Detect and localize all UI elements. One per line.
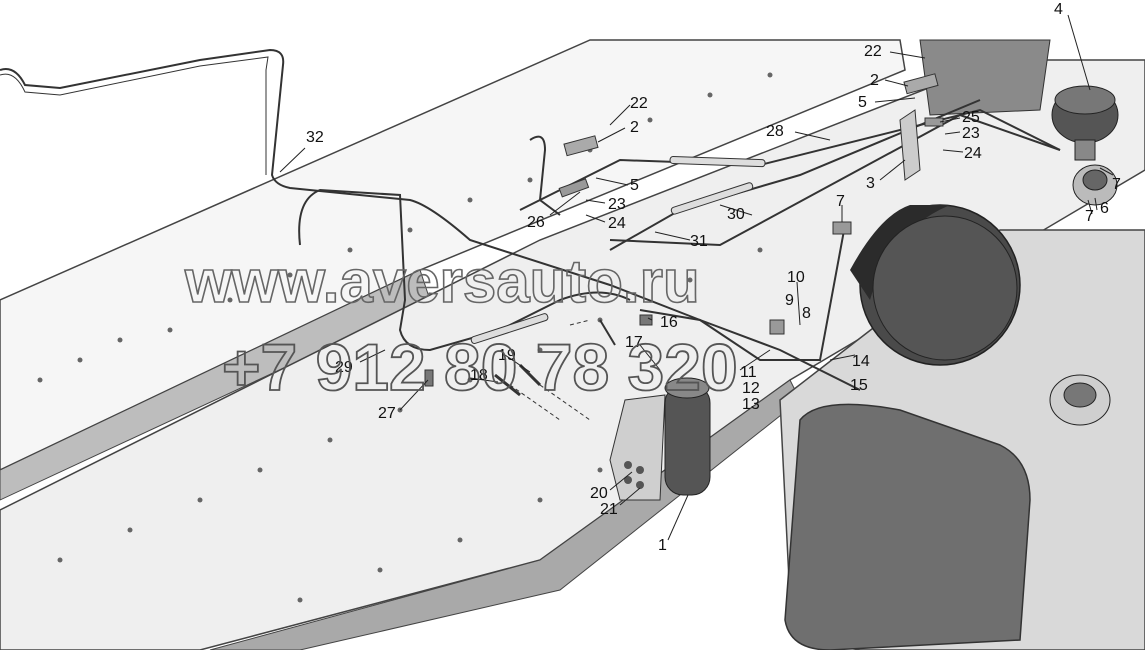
lower-brake-fitting [1049, 374, 1111, 426]
callout-23: 23 [962, 125, 980, 142]
callout-28: 28 [766, 123, 784, 140]
callout-7: 7 [1112, 176, 1121, 193]
clamp-2-upper [903, 73, 939, 95]
leader-lines [279, 14, 1114, 541]
callout-4: 4 [1054, 1, 1063, 18]
bolt-27 [424, 369, 434, 387]
callout-23: 23 [608, 196, 626, 213]
callout-10: 10 [787, 269, 805, 286]
frame-holes [37, 72, 773, 603]
callout-7: 7 [1085, 208, 1094, 225]
bracket-3 [899, 109, 921, 181]
pipe-center [529, 135, 561, 216]
callouts: 4 22 2 5 25 23 24 28 3 22 2 32 5 23 24 2… [306, 1, 1121, 554]
stud-19 [518, 363, 542, 387]
callout-30: 30 [727, 206, 745, 223]
air-receiver [850, 204, 1021, 366]
clamp-7 [832, 221, 852, 235]
callout-14: 14 [852, 353, 870, 370]
cylinder-1 [609, 377, 711, 501]
callout-25: 25 [962, 109, 980, 126]
clamp-26 [558, 178, 590, 198]
callout-18: 18 [470, 367, 488, 384]
hose-28 [669, 156, 766, 168]
callout-5: 5 [858, 94, 867, 111]
callout-2: 2 [630, 119, 639, 136]
callout-9: 9 [785, 292, 794, 309]
hose-30 [670, 182, 754, 215]
pipelines [0, 48, 1061, 391]
callout-31: 31 [690, 233, 708, 250]
frame-rails [0, 39, 1145, 650]
fuel-tank-panel [784, 403, 1031, 650]
callout-12: 12 [742, 380, 760, 397]
long-bolt [599, 319, 616, 346]
valve-6 [1072, 164, 1118, 206]
callout-22: 22 [630, 95, 648, 112]
callout-5: 5 [630, 177, 639, 194]
callout-13: 13 [742, 396, 760, 413]
pipe-32-inner [0, 56, 269, 175]
brake-chamber-4 [1051, 85, 1119, 161]
pipe-32 [0, 48, 861, 391]
bolt-16 [639, 314, 653, 326]
left-frame-rail [0, 39, 906, 471]
callout-19: 19 [498, 347, 516, 364]
callout-24: 24 [964, 145, 982, 162]
callout-17: 17 [625, 334, 643, 351]
callout-8: 8 [802, 305, 811, 322]
upper-bracket-block [919, 39, 1051, 116]
callout-24: 24 [608, 215, 626, 232]
pipe-29 [298, 188, 631, 352]
callout-7: 7 [836, 193, 845, 210]
callout-16: 16 [660, 314, 678, 331]
components [424, 73, 1119, 501]
callout-11: 11 [740, 364, 757, 381]
pipe-31 [609, 113, 1061, 247]
callout-29: 29 [335, 359, 353, 376]
callout-15: 15 [850, 377, 868, 394]
callout-21: 21 [600, 501, 618, 518]
hose-29 [470, 313, 549, 344]
callout-26: 26 [527, 214, 545, 231]
callout-1: 1 [658, 537, 667, 554]
bolt-18 [494, 373, 521, 397]
watermark: www.aversauto.ru +7 912 80 78 320 [183, 247, 738, 405]
watermark-phone: +7 912 80 78 320 [222, 330, 738, 404]
callout-20: 20 [590, 485, 608, 502]
callout-2: 2 [870, 72, 879, 89]
clamp-10 [769, 319, 785, 335]
clamp-2-center [563, 135, 599, 157]
callout-32: 32 [306, 129, 324, 146]
clamp-25 [924, 117, 944, 127]
hoses [470, 156, 766, 344]
callout-3: 3 [866, 175, 875, 192]
assembly-dashes [509, 319, 591, 421]
callout-27: 27 [378, 405, 396, 422]
pipe-lower [639, 224, 846, 361]
watermark-url: www.aversauto.ru [184, 248, 700, 315]
callout-22: 22 [864, 43, 882, 60]
callout-6: 6 [1100, 200, 1109, 217]
